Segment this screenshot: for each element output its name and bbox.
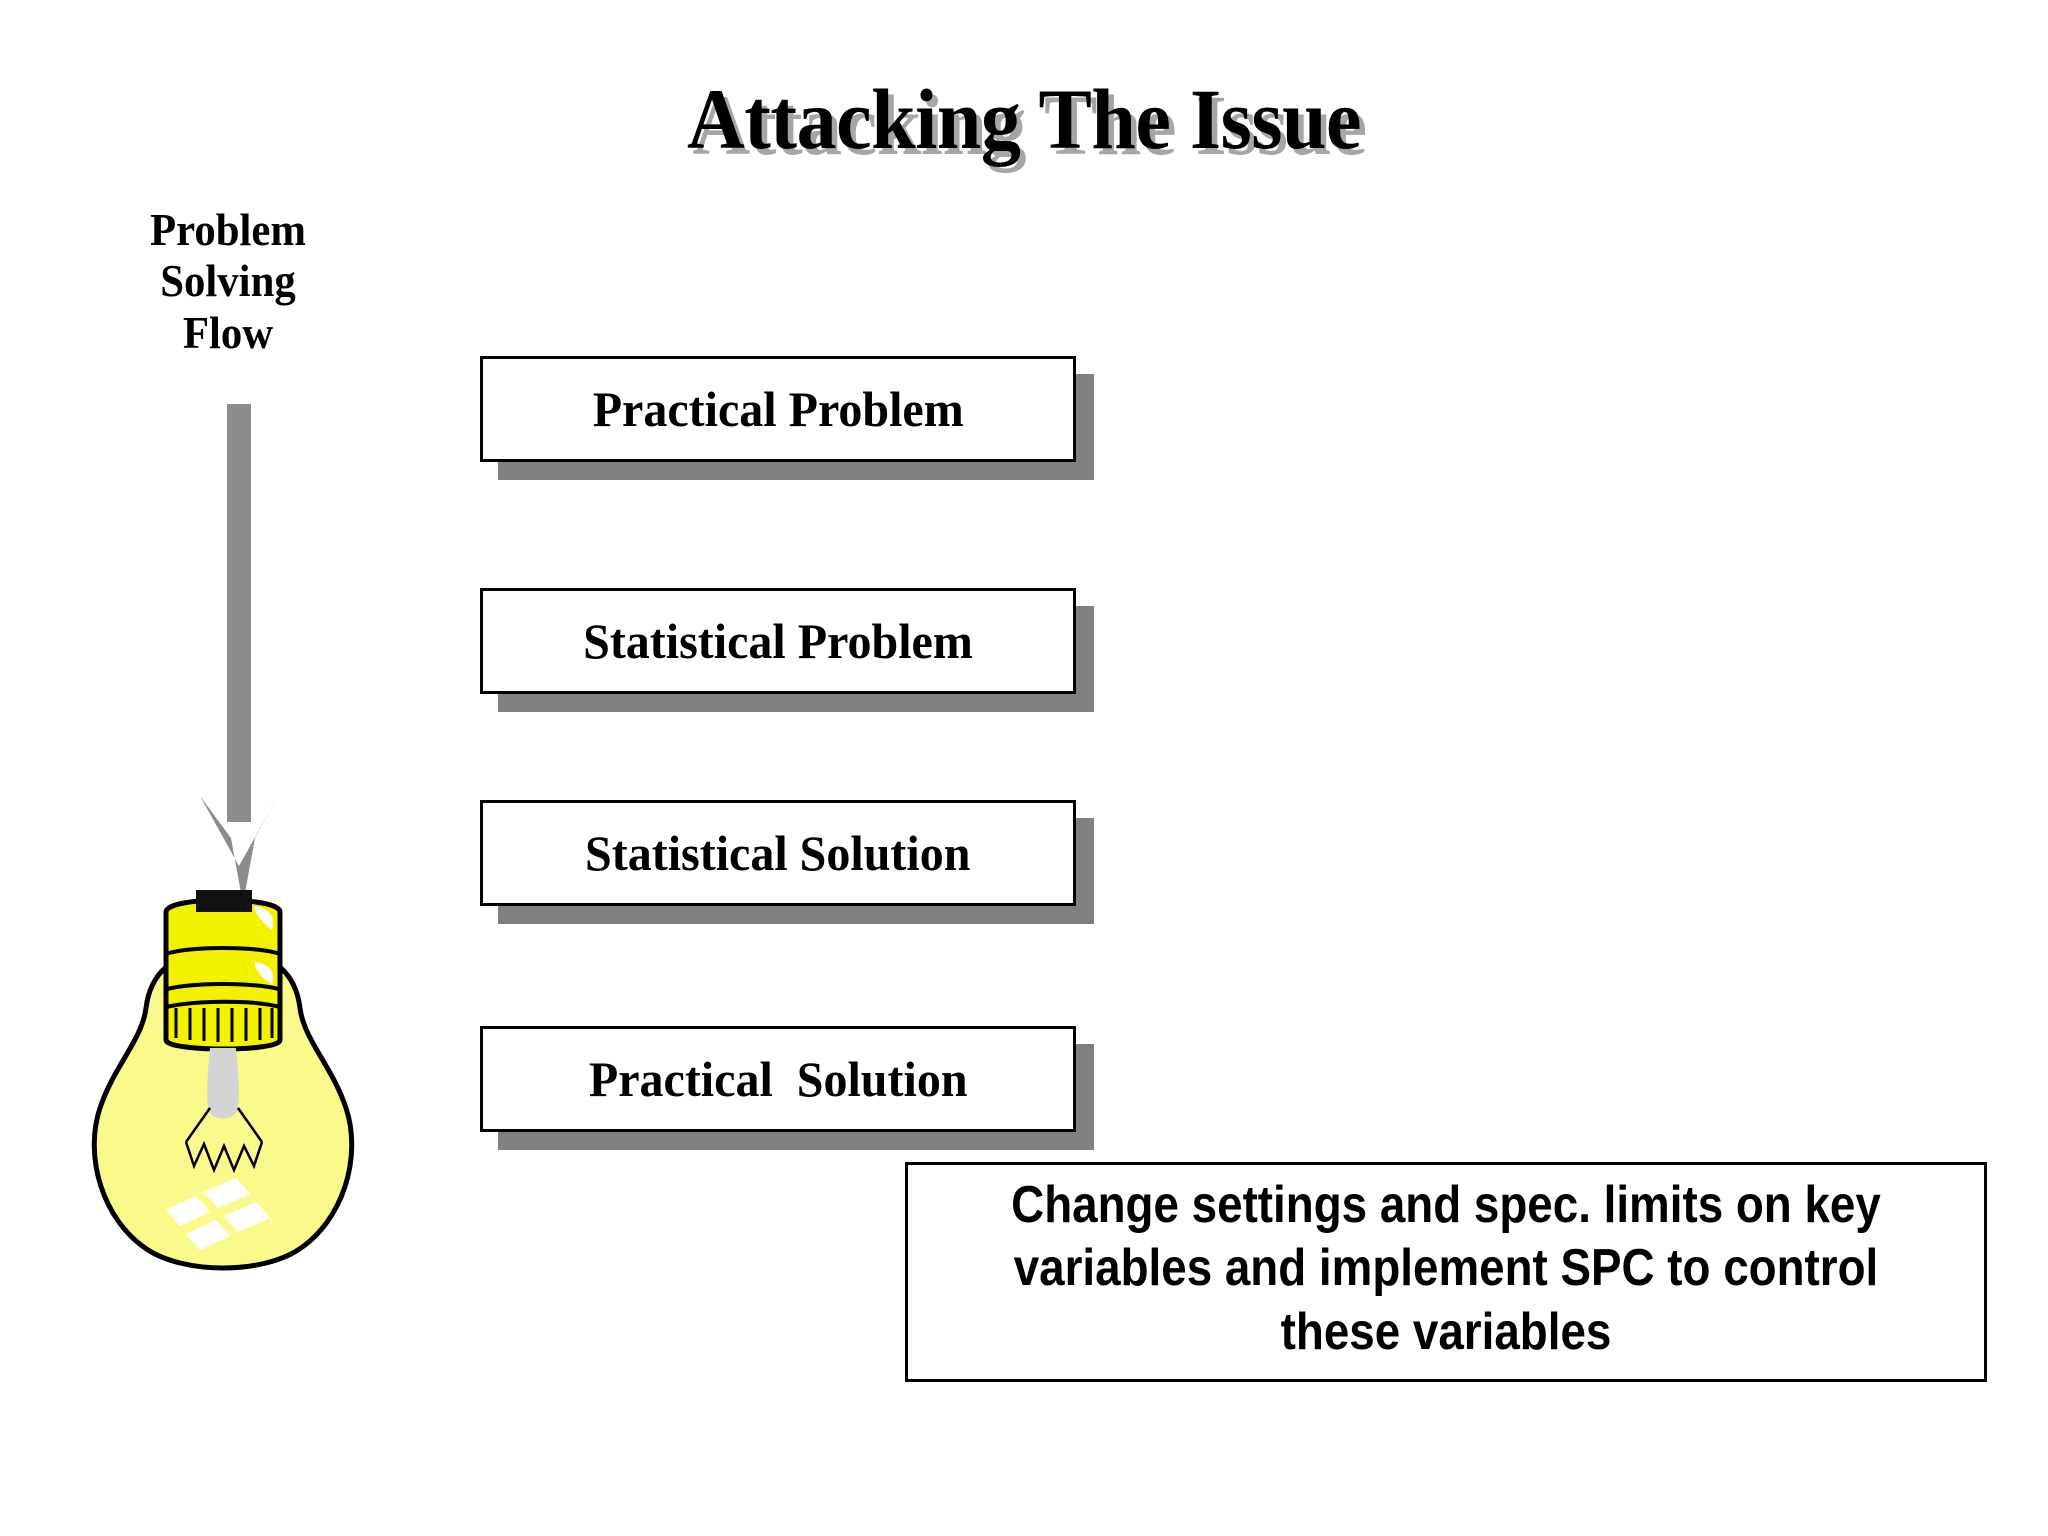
flow-label-line-3: Flow: [182, 307, 274, 358]
flow-box-statistical-problem[interactable]: Statistical Problem: [480, 588, 1076, 694]
flow-box-practical-problem[interactable]: Practical Problem: [480, 356, 1076, 462]
down-arrow-icon: [200, 404, 278, 904]
flow-box-label: Statistical Solution: [585, 825, 971, 881]
flow-label-line-2: Solving: [160, 256, 296, 307]
page-title: Attacking The Issue: [686, 71, 1362, 167]
callout-text: Change settings and spec. limits on key …: [1011, 1175, 1907, 1361]
flow-box-statistical-solution[interactable]: Statistical Solution: [480, 800, 1076, 906]
flow-label-line-1: Problem: [150, 205, 306, 255]
callout-box: Change settings and spec. limits on key …: [905, 1162, 1987, 1382]
light-bulb-icon: [91, 890, 355, 1271]
flow-box-label: Statistical Problem: [583, 613, 973, 669]
flow-box-label: Practical Problem: [592, 381, 964, 437]
flow-box-practical-solution[interactable]: Practical Solution: [480, 1026, 1076, 1132]
flow-label: Problem Solving Flow: [67, 205, 390, 359]
flow-box-label: Practical Solution: [588, 1051, 968, 1107]
